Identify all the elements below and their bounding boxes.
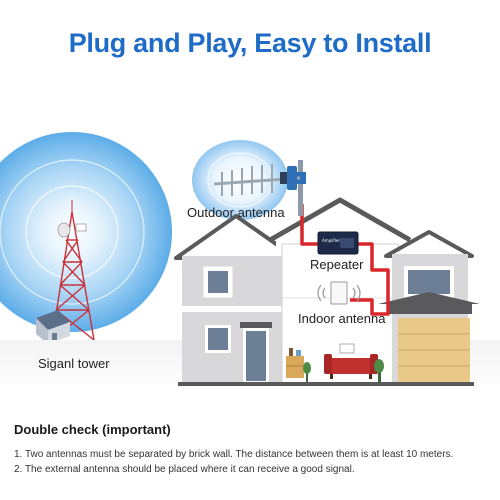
indoor-antenna-label: Indoor antenna [298, 311, 386, 326]
tower-shed [36, 310, 70, 344]
notes-title: Double check (important) [14, 422, 171, 437]
repeater-label: Repeater [310, 257, 364, 272]
interior-furniture [286, 343, 384, 382]
signal-tower-label: Siganl tower [38, 356, 110, 371]
headline: Plug and Play, Easy to Install [68, 28, 432, 58]
outdoor-antenna-label: Outdoor antenna [187, 205, 285, 220]
note-item: 1. Two antennas must be separated by bri… [14, 449, 454, 460]
tower-signal-waves [0, 132, 172, 332]
notes-list: 1. Two antennas must be separated by bri… [14, 447, 490, 477]
outdoor-antenna-icon [213, 160, 306, 216]
house [174, 197, 480, 386]
indoor-antenna-icon [317, 281, 361, 305]
note-item: 2. The external antenna should be placed… [14, 464, 355, 475]
notes-section: Double check (important) 1. Two antennas… [14, 422, 490, 477]
repeater-icon: Amplifier [317, 231, 359, 255]
repeater-brand: Amplifier [322, 238, 340, 243]
